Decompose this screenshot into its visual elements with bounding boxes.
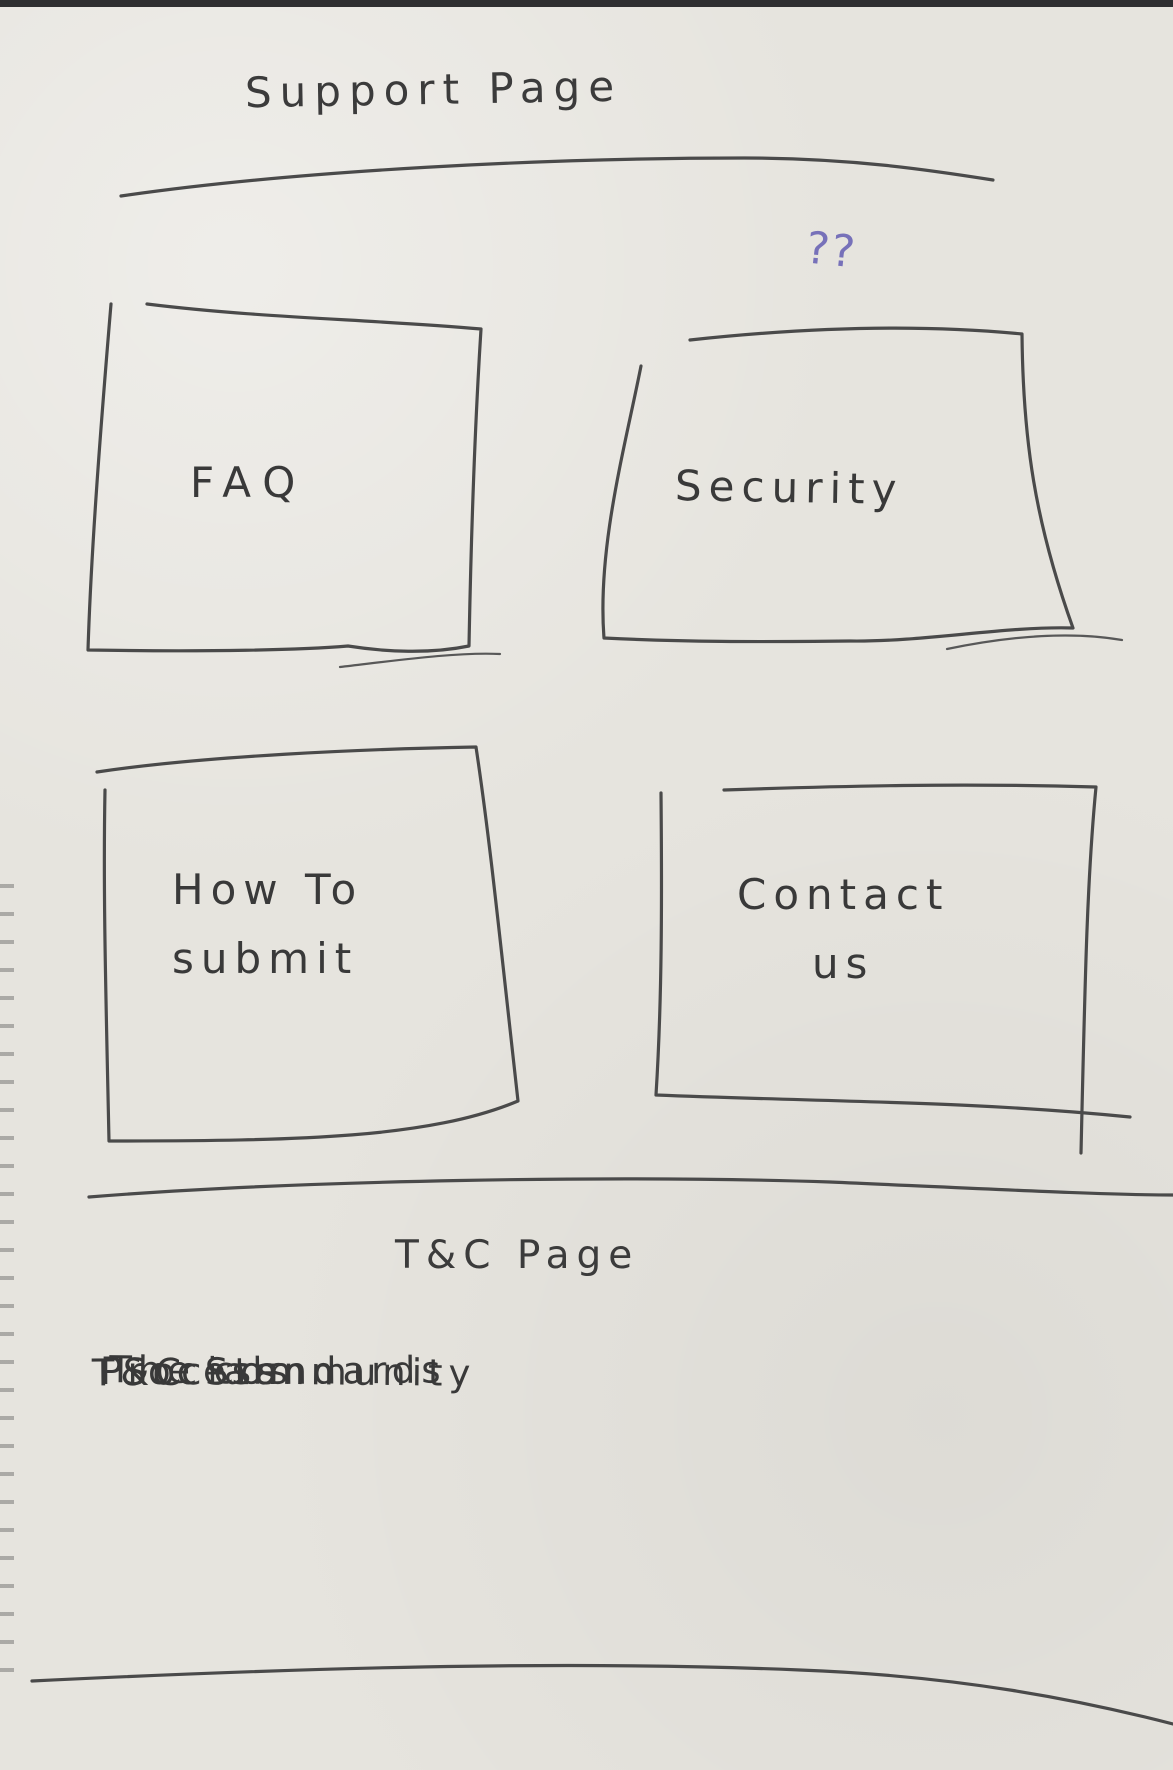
faq-label: FAQ: [190, 458, 308, 507]
how-to-submit-line-1: How To: [172, 865, 364, 914]
socials-link[interactable]: Socials: [122, 1349, 295, 1394]
contact-tile-outline: [654, 783, 1132, 1155]
header-divider: [119, 156, 995, 198]
contact-us-line-1: Contact: [737, 870, 950, 919]
how-to-submit-line-2: submit: [172, 934, 359, 984]
security-tile-outline: [601, 326, 1075, 644]
middle-divider: [87, 1177, 1173, 1199]
process-link[interactable]: Process: [100, 1350, 283, 1393]
top-dark-strip: [0, 0, 1173, 7]
contact-us-label: Contact us: [737, 860, 949, 999]
bottom-divider: [30, 1663, 1173, 1726]
security-label: Security: [674, 461, 904, 514]
contact-us-line-2: us: [811, 939, 875, 989]
page-title: Support Page: [244, 61, 623, 118]
question-annotation: ??: [803, 222, 860, 279]
how-to-submit-label: How To submit: [172, 855, 363, 994]
notebook-spiral-edge: [0, 860, 14, 1680]
howto-tile-outline: [95, 745, 520, 1143]
tc-page-title: T&C Page: [395, 1233, 640, 1278]
security-corner-smudge: [945, 634, 1124, 651]
faq-tile-outline: [86, 302, 483, 653]
faq-corner-smudge: [338, 652, 502, 669]
